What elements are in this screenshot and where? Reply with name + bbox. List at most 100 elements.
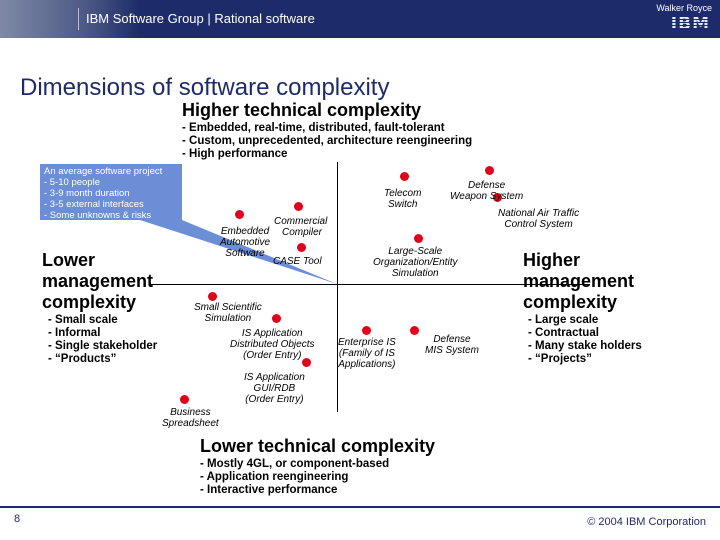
vertical-axis [337,162,338,412]
horizontal-axis [150,284,590,285]
large-scale-org-dot [414,234,423,243]
higher-management-list: - Large scale - Contractual - Many stake… [528,314,642,366]
label-line: Simulation [391,268,439,279]
label-line: GUI/RDB [253,383,296,394]
author-name: Walker Royce [656,3,712,13]
defense-weapon-dot [485,166,494,175]
large-scale-org-label: Large-Scale Organization/Entity Simulati… [373,246,458,279]
label-line: Spreadsheet [162,418,219,429]
case-tool-label: CASE Tool [273,256,322,267]
lower-management-label: Lower management complexity [42,250,153,313]
label-line: Simulation [204,313,252,324]
list-item: - Interactive performance [200,484,338,496]
slide-title: Dimensions of software complexity [20,74,390,101]
list-item: - Large scale [528,314,599,326]
label-line: Small Scientific [194,302,262,313]
label-line: Applications) [338,359,396,370]
callout-item: - 3-5 external interfaces [44,199,144,210]
callout-title: An average software project [44,166,163,177]
callout-item: - 3-9 month duration [44,188,130,199]
label-line: management [42,271,154,291]
label-line: Automotive [220,237,271,248]
commercial-compiler-label: Commercial Compiler [274,216,327,238]
national-air-traffic-label: National Air Traffic Control System [498,208,579,230]
lower-management-list: - Small scale - Informal - Single stakeh… [48,314,157,366]
label-line: Defense [467,180,506,191]
is-app-distributed-label: IS Application Distributed Objects (Orde… [230,328,314,361]
small-scientific-label: Small Scientific Simulation [194,302,262,324]
average-project-callout: An average software project - 5-10 peopl… [40,164,182,221]
ibm-logo: IBM [670,14,710,34]
defense-mis-label: Defense MIS System [425,334,479,356]
label-line: (Family of IS [338,348,395,359]
embedded-automotive-label: Embedded Automotive Software [220,226,270,259]
higher-management-label: Higher management complexity [523,250,634,313]
label-line: Lower [42,250,96,270]
enterprise-is-dot [362,326,371,335]
list-item: - Many stake holders [528,340,642,352]
lower-technical-label: Lower technical complexity [200,436,436,456]
label-line: Compiler [282,227,323,238]
header-title: IBM Software Group | Rational software [86,11,315,26]
higher-technical-list: - Embedded, real-time, distributed, faul… [182,122,472,161]
copyright: © 2004 IBM Corporation [587,516,706,528]
embedded-automotive-dot [235,210,244,219]
label-line: Embedded [220,226,270,237]
page-number: 8 [14,513,21,525]
label-line: Telecom [384,188,422,199]
label-line: Distributed Objects [230,339,315,350]
list-item: - High performance [182,148,288,160]
list-item: - Mostly 4GL, or component-based [200,458,390,470]
label-line: Enterprise IS [338,337,396,348]
callout-item: - 5-10 people [44,177,100,188]
defense-mis-dot [410,326,419,335]
higher-technical-label: Higher technical complexity [182,100,422,120]
enterprise-is-label: Enterprise IS (Family of IS Applications… [338,337,396,370]
label-line: IS Application [244,372,305,383]
small-scientific-dot [208,292,217,301]
list-item: - Single stakeholder [48,340,158,352]
label-line: complexity [42,292,137,312]
national-air-traffic-dot [493,193,502,202]
commercial-compiler-dot [294,202,303,211]
business-spreadsheet-dot [180,395,189,404]
label-line: management [523,271,635,291]
is-app-gui-dot [302,358,311,367]
business-spreadsheet-label: Business Spreadsheet [162,407,219,429]
defense-weapon-label: Defense Weapon System [450,180,523,202]
footer-divider [0,506,720,508]
list-item: - Embedded, real-time, distributed, faul… [182,122,445,134]
list-item: - Contractual [528,327,599,339]
label-line: Large-Scale [388,246,443,257]
label-line: Control System [504,219,573,230]
is-app-gui-label: IS Application GUI/RDB (Order Entry) [244,372,305,405]
label-line: Organization/Entity [373,257,458,268]
label-line: Weapon System [450,191,524,202]
label-line: (Order Entry) [243,350,302,361]
list-item: - “Projects” [528,353,592,365]
label-line: Defense [433,334,471,345]
list-item: - “Products” [48,353,117,365]
header-bar: IBM Software Group | Rational software W… [0,0,720,38]
list-item: - Informal [48,327,101,339]
label-line: Higher [523,250,581,270]
label-line: MIS System [425,345,479,356]
lower-technical-list: - Mostly 4GL, or component-based - Appli… [200,458,389,497]
telecom-switch-label: Telecom Switch [384,188,421,210]
label-line: (Order Entry) [245,394,304,405]
label-line: CASE Tool [273,256,322,267]
label-line: National Air Traffic [498,208,580,219]
label-line: Commercial [274,216,328,227]
header-gradient [0,0,140,38]
label-line: Switch [387,199,418,210]
case-tool-dot [297,243,306,252]
list-item: - Custom, unprecedented, architecture re… [182,135,473,147]
label-line: Business [170,407,211,418]
label-line: Software [225,248,265,259]
header-separator [78,8,79,30]
footer-bar [0,508,720,540]
telecom-switch-dot [400,172,409,181]
label-line: complexity [523,292,618,312]
callout-item: - Some unknowns & risks [44,210,152,221]
